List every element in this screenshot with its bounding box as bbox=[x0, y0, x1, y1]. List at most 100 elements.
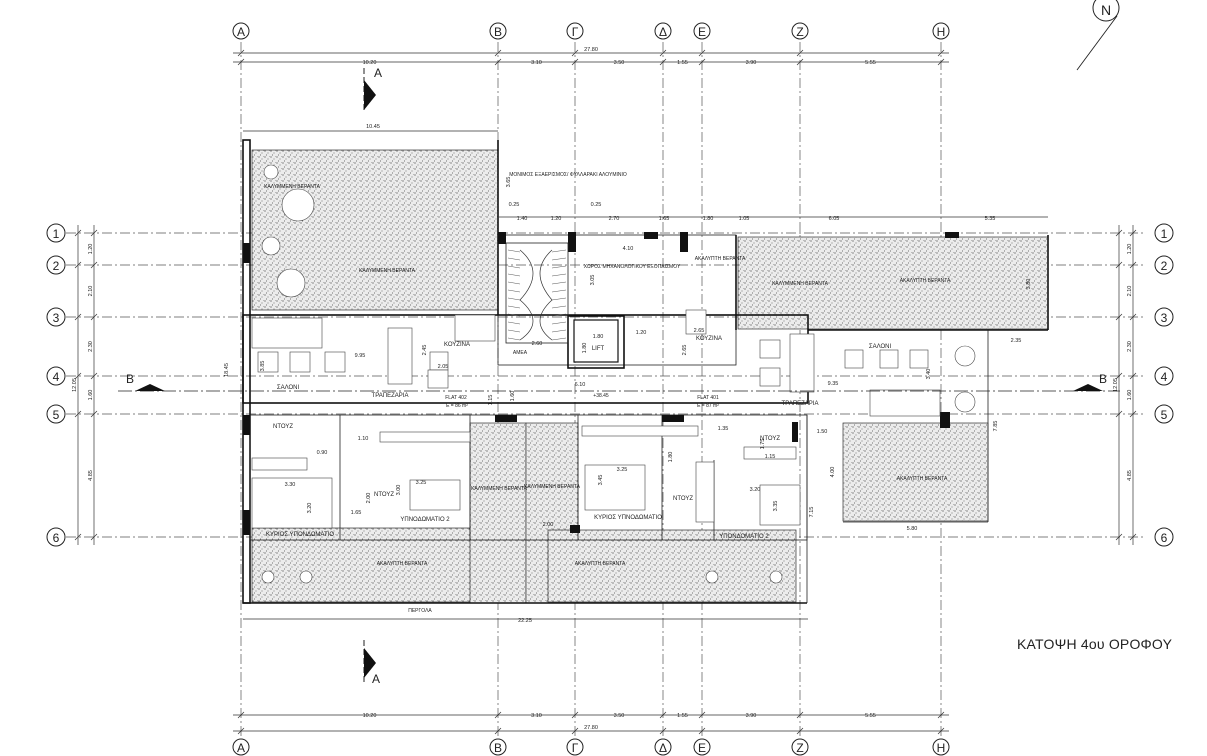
svg-text:ΜΟΝΙΜΟΣ ΕΞΑΕΡΙΣΜΟΣ/ ΦΥΛΛΑΡΑΚΙ: ΜΟΝΙΜΟΣ ΕΞΑΕΡΙΣΜΟΣ/ ΦΥΛΛΑΡΑΚΙ ΑΛΟΥΜΙΝΙΟ bbox=[509, 172, 627, 178]
dim-bottom-tick-5 bbox=[796, 711, 804, 719]
stair-step bbox=[507, 281, 521, 285]
axis-label-axis-Z: Ζ bbox=[796, 25, 803, 39]
dim-top-tick-5 bbox=[796, 58, 804, 66]
svg-text:A: A bbox=[372, 672, 380, 686]
axis-label-axis-E: Ε bbox=[698, 25, 706, 39]
svg-text:2.45: 2.45 bbox=[422, 345, 428, 356]
dim-left-tick-4 bbox=[90, 410, 98, 418]
axis-label-axis-6: 6 bbox=[53, 531, 60, 545]
axis-bubble-axis-A-top: Α bbox=[232, 22, 250, 40]
dim-right-segment-1: 2.10 bbox=[1127, 286, 1133, 297]
dim-right-tick-total-2 bbox=[1115, 313, 1123, 321]
stair-step bbox=[507, 321, 521, 325]
stair-step bbox=[507, 313, 521, 317]
axis-bubble-axis-D-bottom: Δ bbox=[654, 738, 672, 756]
dim-top-tick-0 bbox=[237, 58, 245, 66]
axis-label-axis-G: Γ bbox=[572, 741, 579, 755]
svg-text:1.75: 1.75 bbox=[760, 439, 766, 450]
section-markers: A A B B bbox=[118, 66, 1120, 686]
stair-step bbox=[507, 289, 521, 293]
svg-text:1.80: 1.80 bbox=[593, 334, 604, 340]
dim-bottom-tick-6 bbox=[937, 711, 945, 719]
svg-text:ΝΤΟΥΖ: ΝΤΟΥΖ bbox=[673, 496, 693, 502]
svg-text:ΝΤΟΥΖ: ΝΤΟΥΖ bbox=[374, 492, 394, 498]
stair-step bbox=[551, 281, 567, 285]
svg-text:1.80: 1.80 bbox=[668, 452, 674, 463]
axis-bubble-axis-H-top: Η bbox=[932, 22, 950, 40]
svg-text:3.65: 3.65 bbox=[506, 177, 512, 188]
svg-text:0.25: 0.25 bbox=[509, 202, 520, 208]
svg-text:1.50: 1.50 bbox=[817, 429, 828, 435]
axis-bubble-axis-E-bottom: Ε bbox=[693, 738, 711, 756]
dim-left-segment-3: 1.60 bbox=[88, 390, 94, 401]
dim-left-tick-2 bbox=[90, 313, 98, 321]
dim-left-tick-total-0 bbox=[74, 229, 82, 237]
stair-step bbox=[551, 265, 567, 269]
top-right-veranda bbox=[737, 236, 1049, 330]
svg-text:ΠΕΡΓΟΛΑ: ΠΕΡΓΟΛΑ bbox=[408, 608, 432, 614]
axis-label-axis-B: Β bbox=[494, 25, 502, 39]
dim-top-segment-5: 5.55 bbox=[865, 60, 876, 66]
axis-bubble-axis-H-bottom: Η bbox=[932, 738, 950, 756]
svg-text:3.85: 3.85 bbox=[260, 361, 266, 372]
dim-bottom-tick-total-5 bbox=[796, 727, 804, 735]
dim-bottom-segment-0: 10.20 bbox=[363, 713, 377, 719]
svg-text:ΚΟΥΖΙΝΑ: ΚΟΥΖΙΝΑ bbox=[444, 342, 470, 348]
svg-text:4.00: 4.00 bbox=[830, 467, 836, 478]
svg-text:7.15: 7.15 bbox=[809, 507, 815, 518]
dim-top-tick-1 bbox=[494, 58, 502, 66]
dim-bottom-tick-2 bbox=[571, 711, 579, 719]
axis-label-axis-D: Δ bbox=[659, 25, 667, 39]
drawing-title: ΚΑΤΟΨΗ 4ου ΟΡΟΦΟΥ bbox=[1017, 636, 1173, 652]
svg-text:9.35: 9.35 bbox=[828, 381, 839, 387]
dim-bottom-tick-3 bbox=[659, 711, 667, 719]
svg-text:ΚΑΛΥΜΜΕΝΗ ΒΕΡΑΝΤΑ: ΚΑΛΥΜΜΕΝΗ ΒΕΡΑΝΤΑ bbox=[524, 484, 581, 490]
svg-text:9.95: 9.95 bbox=[355, 353, 366, 359]
dim-bottom-tick-1 bbox=[494, 711, 502, 719]
svg-text:ΚΑΛΥΜΜΕΝΗ ΒΕΡΑΝΤΑ: ΚΑΛΥΜΜΕΝΗ ΒΕΡΑΝΤΑ bbox=[264, 184, 321, 190]
svg-text:3.30: 3.30 bbox=[285, 482, 296, 488]
axis-label-axis-E: Ε bbox=[698, 741, 706, 755]
axis-bubble-axis-6-right: 6 bbox=[1154, 527, 1174, 547]
svg-text:1.05: 1.05 bbox=[739, 216, 750, 222]
svg-text:ΚΥΡΙΟΣ ΥΠΟΝΔΩΜΑΤΙΟ: ΚΥΡΙΟΣ ΥΠΟΝΔΩΜΑΤΙΟ bbox=[266, 532, 334, 538]
dim-right-tick-5 bbox=[1129, 533, 1137, 541]
svg-text:1.35: 1.35 bbox=[718, 426, 729, 432]
svg-text:ΣΑΛΟΝΙ: ΣΑΛΟΝΙ bbox=[277, 385, 300, 391]
svg-text:E = 87 m²: E = 87 m² bbox=[697, 403, 719, 409]
svg-text:22.25: 22.25 bbox=[518, 618, 532, 624]
axis-bubble-axis-4-right: 4 bbox=[1154, 366, 1174, 386]
svg-text:2.00: 2.00 bbox=[543, 522, 554, 528]
dim-right-tick-total-3 bbox=[1115, 372, 1123, 380]
dim-top-tick-total-5 bbox=[796, 49, 804, 57]
stair-step bbox=[507, 329, 521, 333]
dim-top-segment-4: 3.90 bbox=[746, 60, 757, 66]
axis-label-axis-2: 2 bbox=[53, 259, 60, 273]
dim-top-total-text: 27.80 bbox=[584, 47, 598, 53]
svg-text:ΚΥΡΙΟΣ ΥΠΝΟΔΩΜΑΤΙΟ: ΚΥΡΙΟΣ ΥΠΝΟΔΩΜΑΤΙΟ bbox=[594, 515, 662, 521]
dim-bottom-tick-total-0 bbox=[237, 727, 245, 735]
svg-text:ΑΚΑΛΥΠΤΗ ΒΕΡΑΝΤΑ: ΑΚΑΛΥΠΤΗ ΒΕΡΑΝΤΑ bbox=[897, 476, 948, 482]
dim-right-tick-1 bbox=[1129, 261, 1137, 269]
axis-bubble-axis-6-left: 6 bbox=[46, 527, 66, 547]
dim-left-tick-total-3 bbox=[74, 372, 82, 380]
svg-text:ΚΟΥΖΙΝΑ: ΚΟΥΖΙΝΑ bbox=[696, 336, 722, 342]
dim-right-tick-total-4 bbox=[1115, 410, 1123, 418]
dim-top-tick-total-2 bbox=[571, 49, 579, 57]
axis-label-axis-A: Α bbox=[237, 741, 245, 755]
dim-right-tick-0 bbox=[1129, 229, 1137, 237]
svg-text:B: B bbox=[1099, 372, 1107, 386]
axis-bubble-axis-Z-top: Ζ bbox=[791, 22, 809, 40]
axis-label-axis-H: Η bbox=[937, 741, 946, 755]
dim-top-tick-total-1 bbox=[494, 49, 502, 57]
dim-bottom-tick-total-2 bbox=[571, 727, 579, 735]
stair-step bbox=[507, 337, 521, 341]
svg-text:ΤΡΑΠΕΖΑΡΙΑ: ΤΡΑΠΕΖΑΡΙΑ bbox=[372, 393, 409, 399]
north-arrow: N bbox=[1076, 0, 1120, 71]
svg-text:1.20: 1.20 bbox=[636, 330, 647, 336]
axis-bubble-axis-2-right: 2 bbox=[1154, 255, 1174, 275]
dim-top-tick-6 bbox=[937, 58, 945, 66]
svg-text:ΑΚΑΛΥΠΤΗ ΒΕΡΑΝΤΑ: ΑΚΑΛΥΠΤΗ ΒΕΡΑΝΤΑ bbox=[695, 256, 746, 262]
